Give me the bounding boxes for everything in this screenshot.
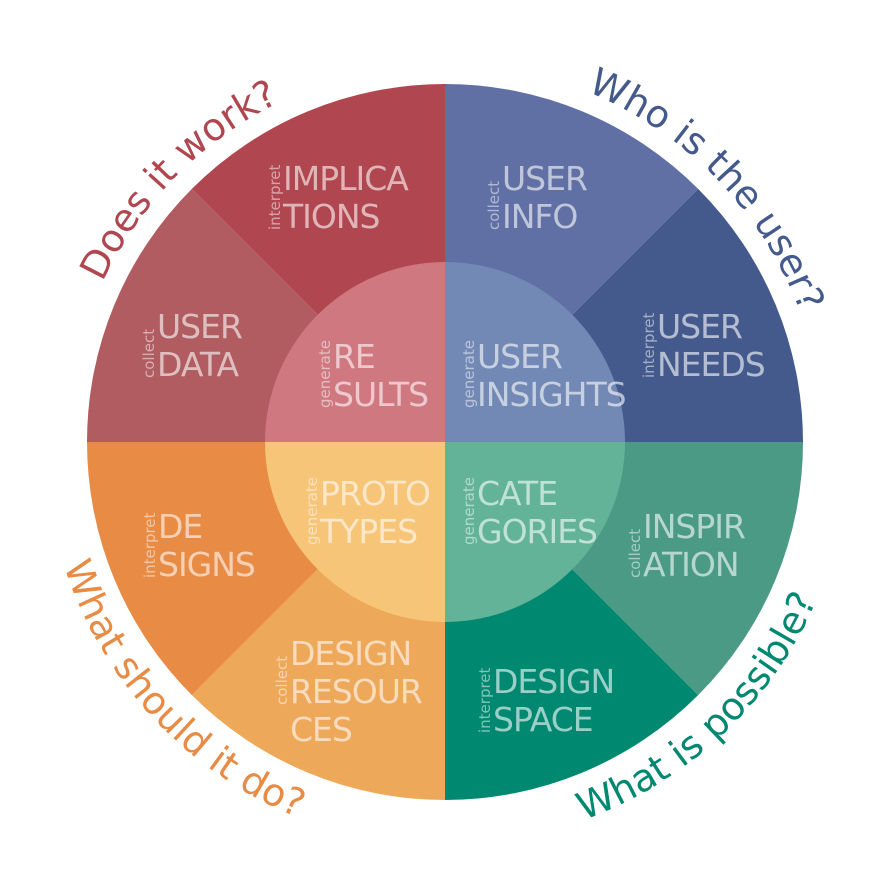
label-line: USER bbox=[657, 307, 742, 346]
label-line: GORIES bbox=[477, 512, 597, 551]
label-line: RE bbox=[333, 337, 375, 376]
inner-segment-categories bbox=[445, 442, 625, 622]
verb-label: generate bbox=[460, 340, 478, 408]
verb-label: interpret bbox=[640, 312, 658, 378]
label-line: INSIGHTS bbox=[477, 375, 626, 414]
label-line: USER bbox=[477, 337, 562, 376]
label-line: INFO bbox=[502, 197, 577, 236]
segment-labels: USERINFOcollectUSERNEEDSinterpretINSPIRA… bbox=[140, 159, 766, 749]
label-line: NEEDS bbox=[657, 345, 765, 384]
verb-label: interpret bbox=[476, 667, 494, 733]
verb-label: interpret bbox=[141, 512, 159, 578]
label-line: TYPES bbox=[319, 512, 417, 551]
verb-label: interpret bbox=[266, 164, 284, 230]
label-line: INSPIR bbox=[643, 507, 745, 546]
label-line: USER bbox=[502, 159, 587, 198]
label-line: SPACE bbox=[493, 700, 593, 739]
verb-label: generate bbox=[303, 477, 321, 545]
label-line: ATION bbox=[643, 545, 739, 584]
verb-label: collect bbox=[485, 181, 503, 230]
label-line: DESIGN bbox=[493, 662, 614, 701]
label-line: IMPLICA bbox=[283, 159, 409, 198]
label-line: CES bbox=[290, 710, 352, 749]
label-line: RESOUR bbox=[290, 672, 422, 711]
label-line: DE bbox=[158, 507, 202, 546]
inner-segment-results bbox=[265, 262, 445, 442]
verb-label: generate bbox=[316, 340, 334, 408]
label-line: TIONS bbox=[282, 197, 380, 236]
label-line: DATA bbox=[157, 345, 239, 384]
verb-label: collect bbox=[273, 656, 291, 705]
inner-circle bbox=[265, 262, 625, 622]
verb-label: generate bbox=[460, 477, 478, 545]
verb-label: collect bbox=[626, 529, 644, 578]
label-line: USER bbox=[157, 307, 242, 346]
label-line: PROTO bbox=[320, 474, 430, 513]
inner-segment-prototypes bbox=[265, 442, 445, 622]
inner-segment-user-insights bbox=[445, 262, 625, 442]
label-line: CATE bbox=[477, 474, 557, 513]
label-line: SULTS bbox=[333, 375, 428, 414]
verb-label: collect bbox=[140, 329, 158, 378]
label-line: SIGNS bbox=[158, 545, 255, 584]
label-line: DESIGN bbox=[290, 634, 411, 673]
